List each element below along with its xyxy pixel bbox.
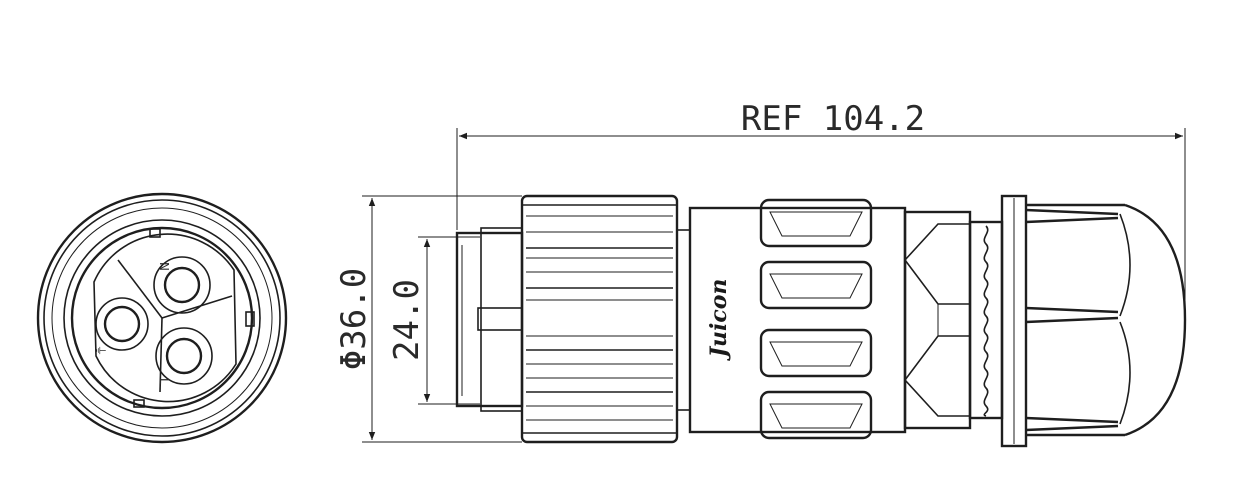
dimension-inner-diameter: 24.0 (387, 236, 480, 405)
pin-l (165, 337, 203, 375)
grip-slots (759, 198, 873, 440)
pin-earth (103, 305, 141, 343)
front-view: N ⏚ L (36, 192, 288, 444)
gland-cap (1124, 203, 1187, 437)
pin-label-l: L (157, 378, 171, 385)
dimension-label-outer-diameter: Φ36.0 (334, 268, 374, 370)
pin-label-earth: ⏚ (94, 345, 107, 356)
coupling-nut (520, 194, 679, 444)
side-view: Juicon (455, 194, 1187, 448)
brand-logo: Juicon (706, 279, 732, 362)
pin-l-shroud (155, 327, 213, 385)
cable-gland (1025, 203, 1187, 437)
dimension-label-length: REF 104.2 (741, 99, 925, 139)
pin-n (163, 266, 201, 304)
dimension-outer-diameter: Φ36.0 (334, 195, 522, 443)
pin-earth-shroud (95, 297, 149, 351)
dimension-overall-length: REF 104.2 (456, 99, 1186, 300)
pin-label-n: N (157, 262, 171, 271)
pin-n-shroud (153, 256, 211, 314)
dimension-label-inner-diameter: 24.0 (387, 279, 427, 361)
